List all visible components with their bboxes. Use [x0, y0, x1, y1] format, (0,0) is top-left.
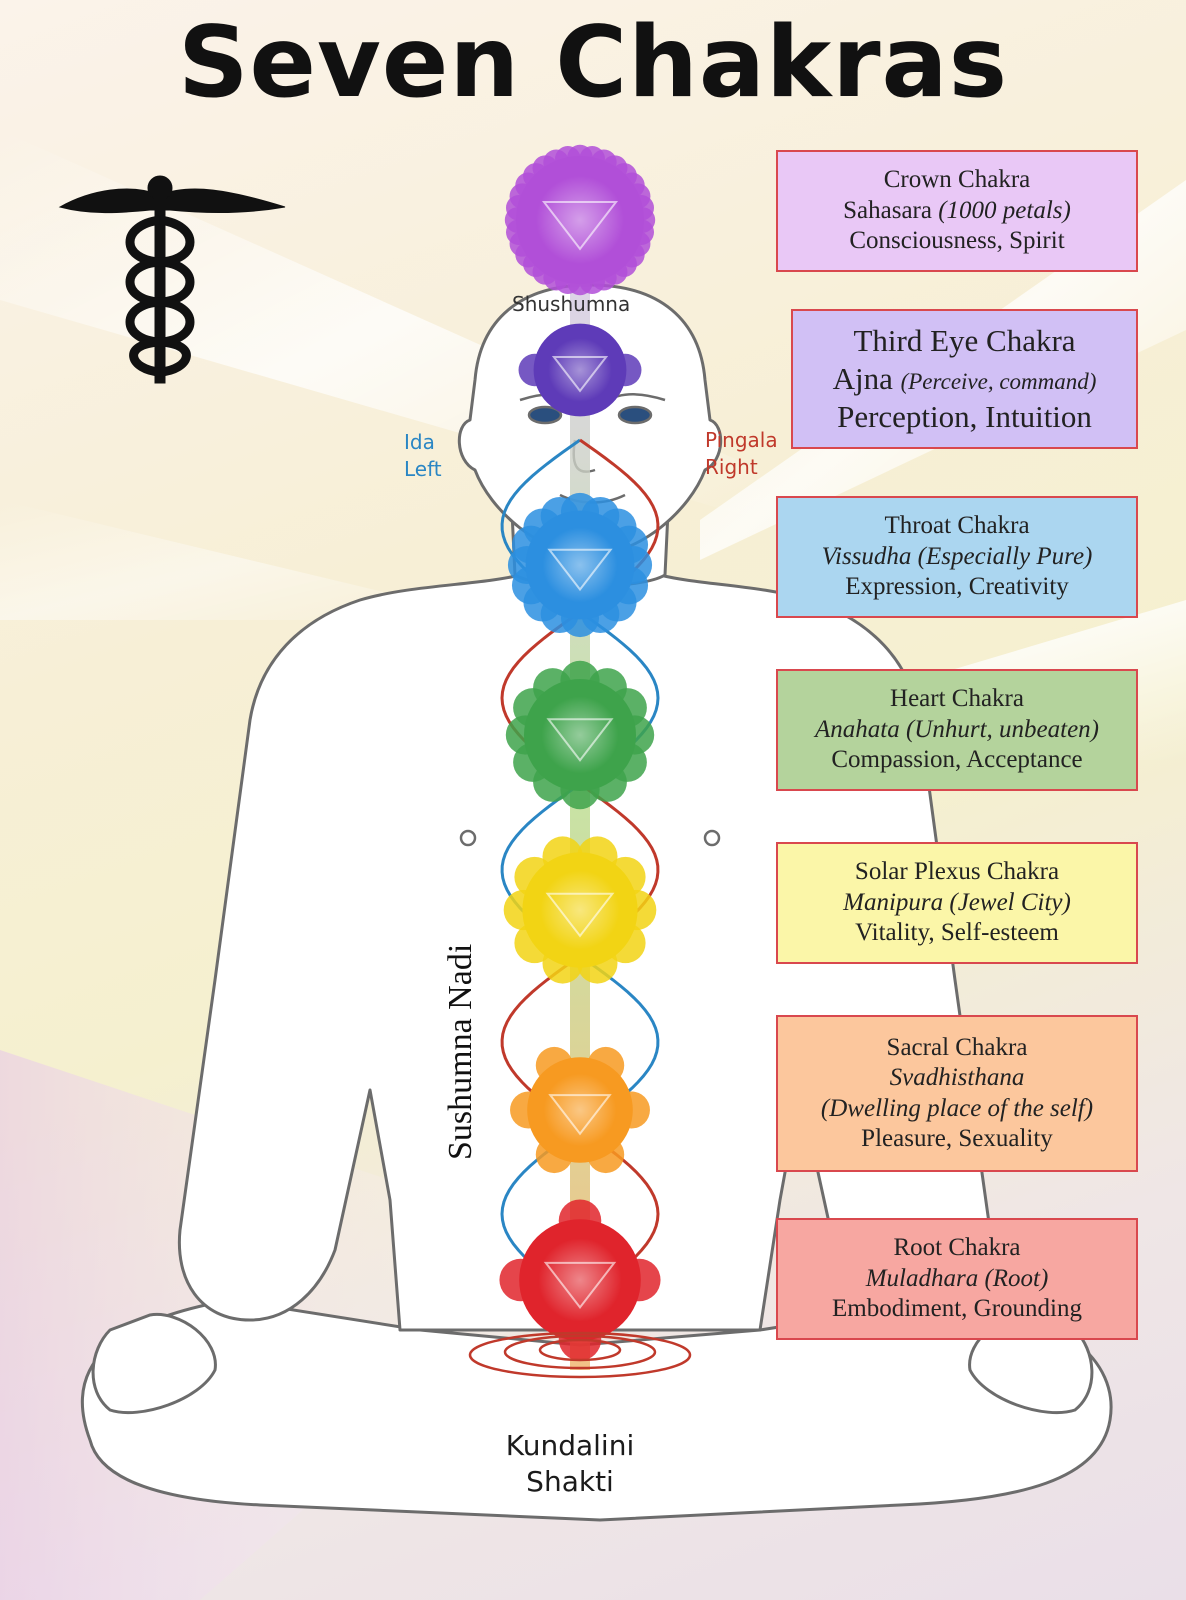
- kundalini-coil: [468, 1331, 692, 1379]
- kundalini-shakti-label: Kundalini Shakti: [470, 1428, 670, 1500]
- chakra-sanskrit-meaning: Muladhara (Root): [865, 1264, 1049, 1292]
- chakra-name: Sacral Chakra: [886, 1033, 1028, 1061]
- pingala-right-label: Right: [705, 455, 758, 479]
- crown-yantra: [541, 201, 619, 251]
- chakra-meaning: (1000 petals): [938, 196, 1071, 224]
- shushumna-label: Shushumna: [512, 292, 631, 316]
- chakra-name: Solar Plexus Chakra: [854, 858, 1060, 886]
- chakra-qualities: Vitality, Self-esteem: [855, 919, 1059, 947]
- sacral-glow: [543, 1073, 617, 1147]
- crown-chakra-box: Crown Chakra Sahasara (1000 petals) Cons…: [776, 150, 1138, 272]
- heart-yantra: [546, 718, 614, 762]
- chakra-sanskrit: Svadhisthana: [889, 1064, 1025, 1091]
- chakra-sanskrit-meaning: Anahata (Unhurt, unbeaten): [815, 715, 1099, 743]
- chakra-qualities: Pleasure, Sexuality: [861, 1125, 1053, 1152]
- chakra-name: Heart Chakra: [890, 685, 1024, 713]
- chakra-qualities: Consciousness, Spirit: [849, 227, 1065, 255]
- sacral-chakra-symbol: [510, 1046, 650, 1174]
- solar-plexus-glow: [540, 870, 620, 950]
- throat-chakra-box: Throat Chakra Vissudha (Especially Pure)…: [776, 496, 1138, 618]
- chakra-qualities: Compassion, Acceptance: [831, 746, 1083, 774]
- ida-label: Ida: [404, 430, 435, 454]
- chakra-meaning: (Perceive, command): [900, 369, 1097, 395]
- crown-glow: [536, 176, 624, 264]
- chakra-symbols: [499, 144, 661, 1361]
- chakra-name: Third Eye Chakra: [853, 323, 1076, 359]
- chakra-qualities: Embodiment, Grounding: [832, 1295, 1082, 1323]
- root-yantra: [543, 1261, 617, 1310]
- page-title: Seven Chakras: [177, 6, 1009, 120]
- sushumna-nadi-label: Sushumna Nadi: [442, 943, 479, 1160]
- chakra-name: Throat Chakra: [884, 512, 1030, 540]
- sacral-chakra-box: Sacral Chakra Svadhisthana (Dwelling pla…: [776, 1015, 1138, 1172]
- ida-left-label: Left: [404, 457, 442, 481]
- throat-yantra: [547, 548, 613, 592]
- chakra-sanskrit: Sahasara: [843, 196, 932, 224]
- chakra-sanskrit-meaning: Vissudha (Especially Pure): [821, 542, 1093, 570]
- shakti-label: Shakti: [526, 1465, 614, 1498]
- root-chakra-symbol: [499, 1199, 661, 1361]
- throat-glow: [542, 527, 618, 603]
- pingala-label: Pingala: [705, 428, 778, 452]
- kundalini-label: Kundalini: [505, 1429, 635, 1462]
- chakra-meaning: (Dwelling place of the self): [820, 1094, 1094, 1122]
- heart-chakra-box: Heart Chakra Anahata (Unhurt, unbeaten) …: [776, 669, 1138, 791]
- chakra-sanskrit-meaning: Manipura (Jewel City): [843, 888, 1071, 916]
- heart-chakra-symbol: [505, 660, 655, 810]
- chakra-qualities: Perception, Intuition: [837, 398, 1092, 434]
- heart-glow: [541, 696, 619, 774]
- solar-plexus-yantra: [545, 892, 615, 938]
- third-eye-chakra-symbol: [518, 323, 642, 417]
- chakra-qualities: Expression, Creativity: [845, 573, 1069, 601]
- throat-chakra-symbol: [507, 492, 653, 638]
- caduceus-icon: [58, 175, 286, 384]
- solar-plexus-chakra-symbol: [503, 836, 657, 984]
- sacral-yantra: [548, 1094, 612, 1136]
- root-glow: [538, 1238, 622, 1322]
- chakra-name: Root Chakra: [893, 1234, 1021, 1262]
- root-chakra-box: Root Chakra Muladhara (Root) Embodiment,…: [776, 1218, 1138, 1340]
- solar-plexus-chakra-box: Solar Plexus Chakra Manipura (Jewel City…: [776, 842, 1138, 964]
- third-eye-chakra-box: Third Eye Chakra Ajna (Perceive, command…: [791, 309, 1138, 449]
- crown-chakra-symbol: [504, 144, 656, 296]
- third-eye-glow: [548, 338, 612, 402]
- third-eye-yantra: [551, 355, 609, 393]
- chakra-name: Crown Chakra: [883, 166, 1031, 194]
- chakra-sanskrit: Ajna: [832, 361, 893, 397]
